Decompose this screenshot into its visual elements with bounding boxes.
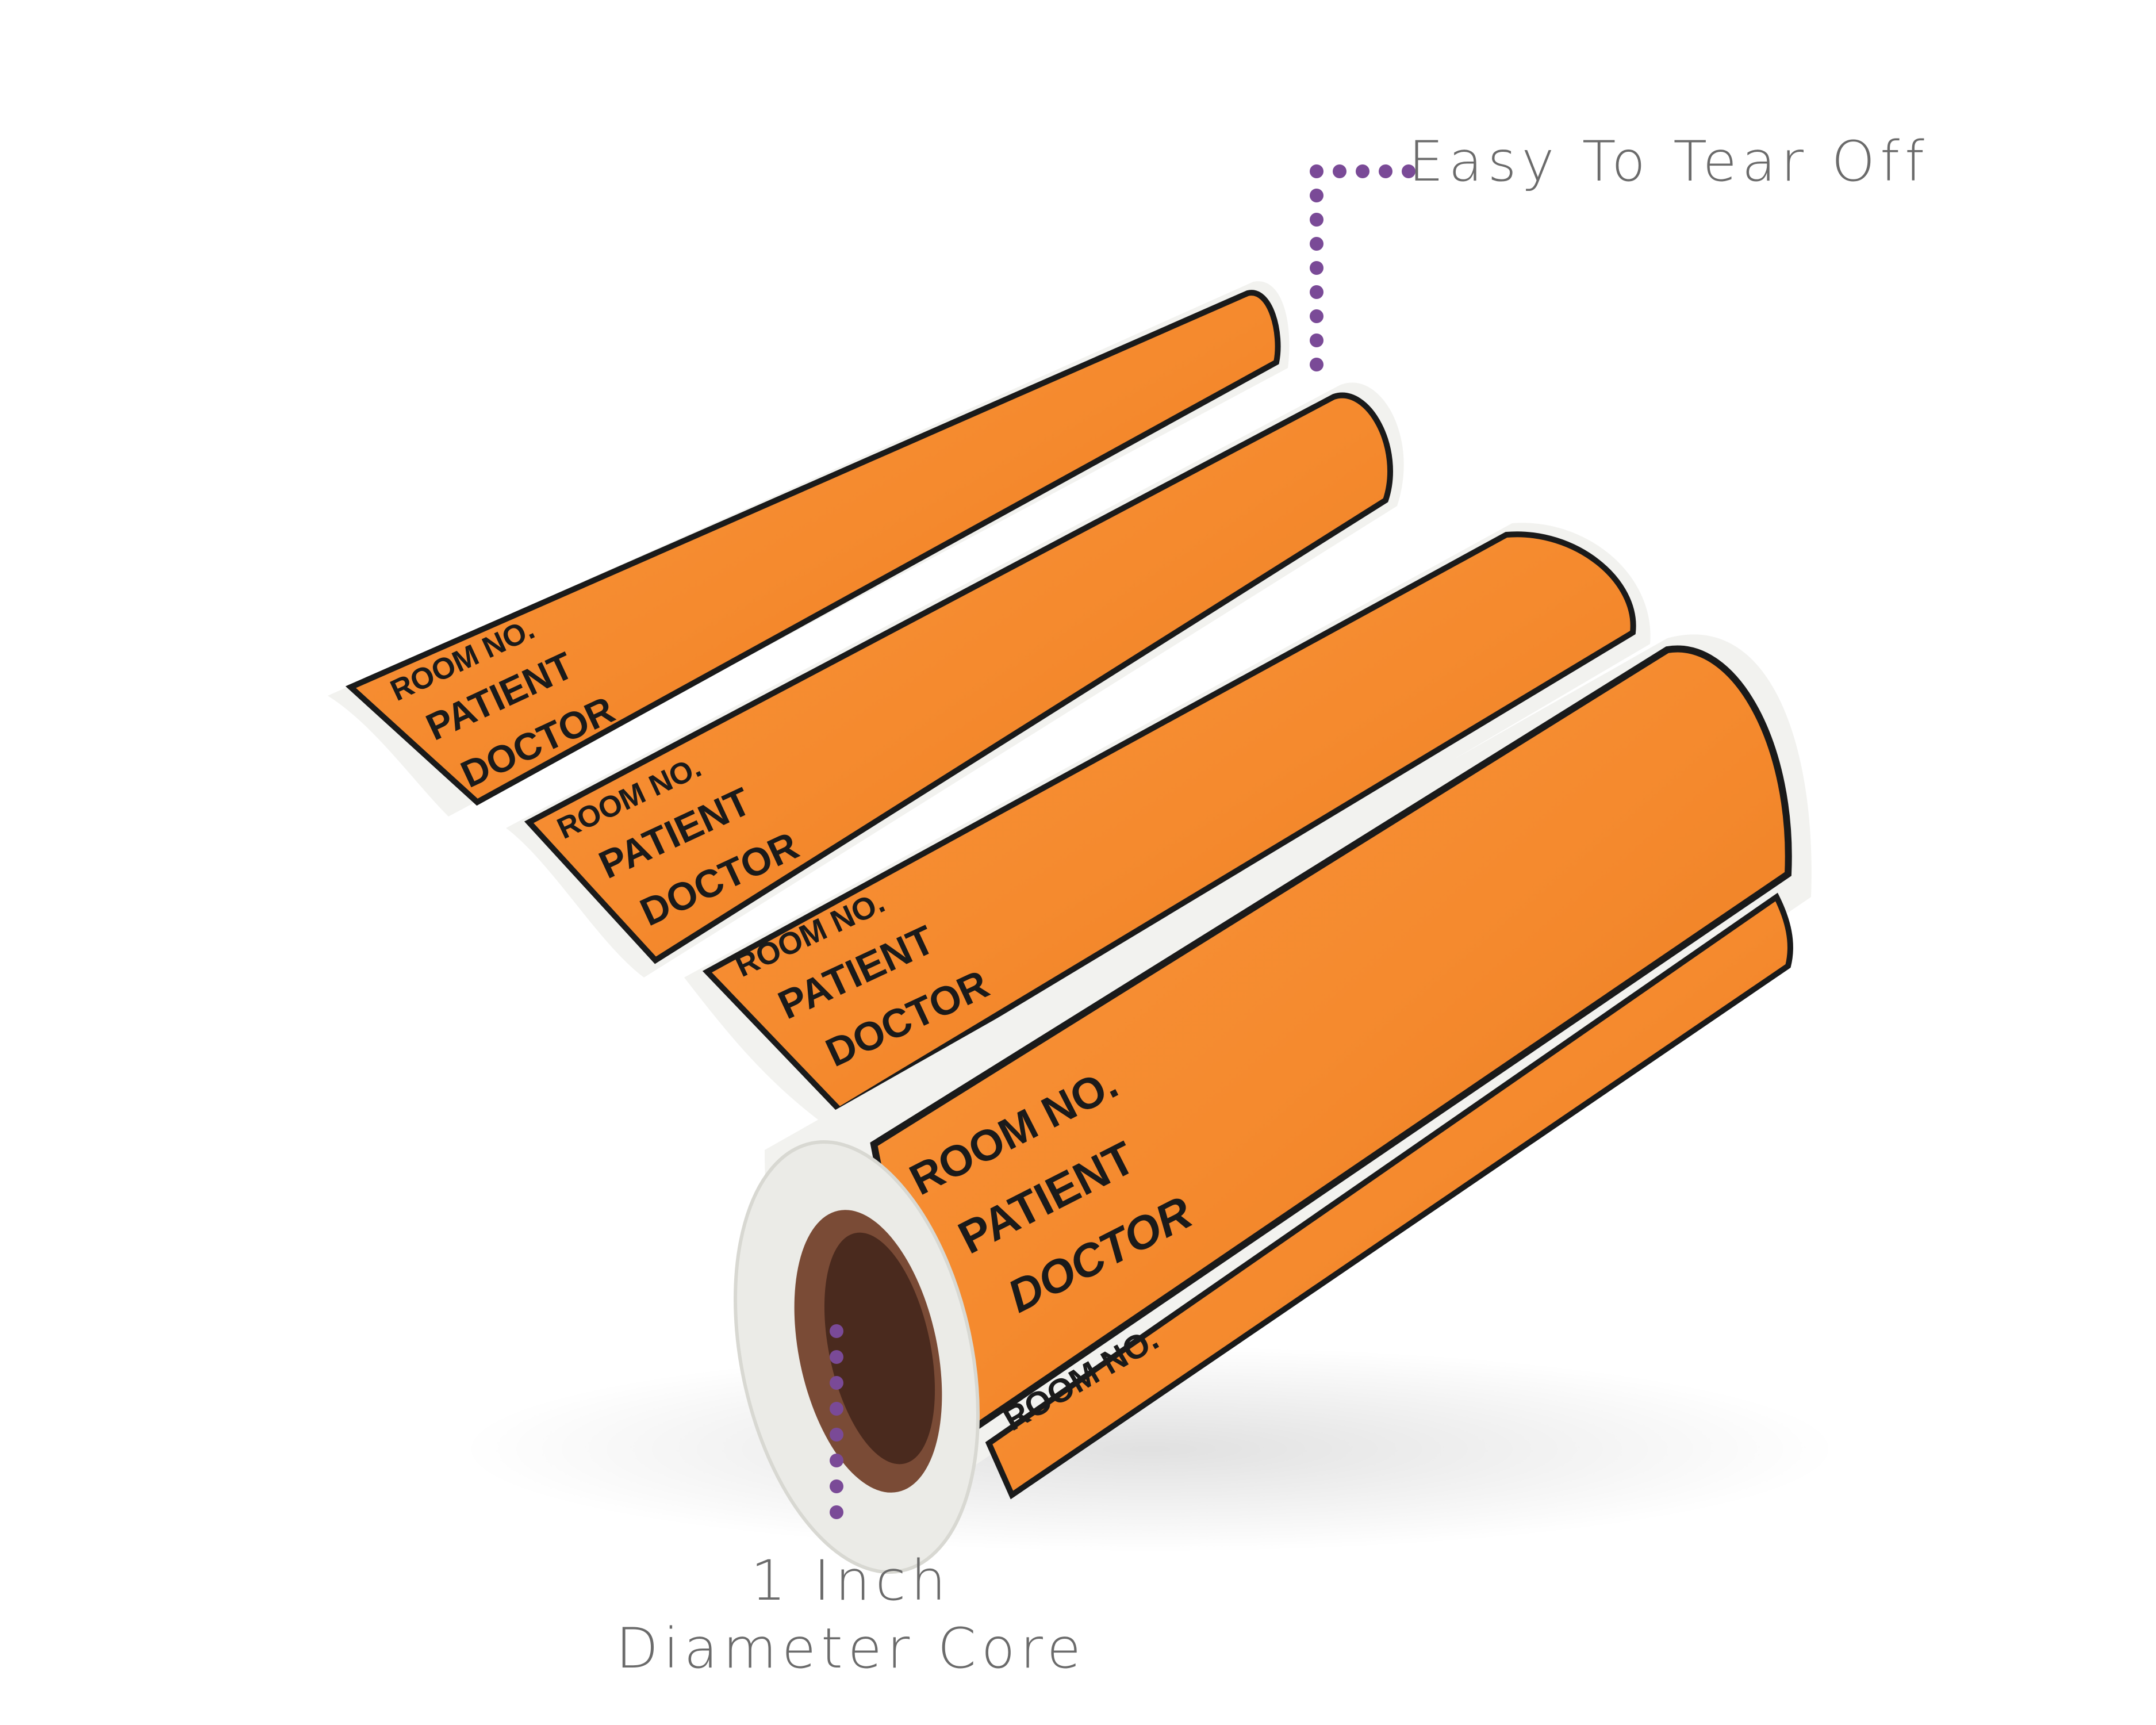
tear-off-callout: Easy To Tear Off xyxy=(1409,129,1929,194)
core-callout-line-2: Diameter Core xyxy=(616,1616,1086,1681)
label-strip-2: ROOM NO. PATIENT DOCTOR xyxy=(506,382,1404,978)
core-callout: 1 Inch Diameter Core xyxy=(581,1547,1121,1682)
core-callout-line-1: 1 Inch xyxy=(750,1548,952,1613)
tear-callout-dots xyxy=(1310,164,1415,371)
label-roll: ROOM NO. PATIENT DOCTOR ROOM NO. xyxy=(734,634,1812,1574)
core-callout-dots xyxy=(830,1324,843,1519)
